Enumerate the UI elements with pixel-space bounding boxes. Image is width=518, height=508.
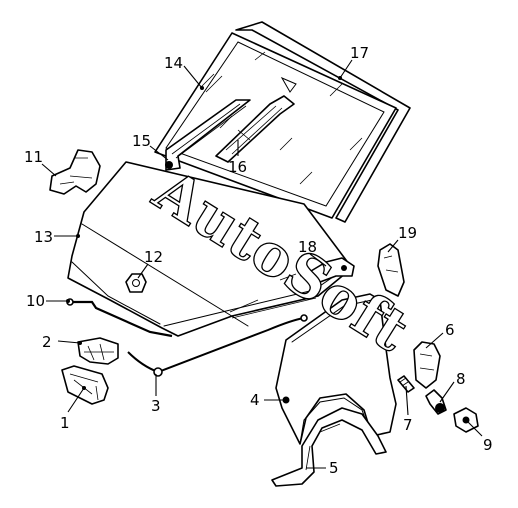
- callout-1: 1: [60, 414, 70, 432]
- release-cable-hook: [300, 314, 308, 322]
- strip-15-hatch: [171, 103, 247, 159]
- nut-9-hole: [462, 416, 470, 424]
- strip-15: [165, 99, 251, 171]
- bracket-18-hole: [341, 265, 347, 271]
- hood-edge-front: [71, 261, 161, 325]
- callout-8: 8: [456, 370, 466, 388]
- callout-11: 11: [24, 148, 43, 166]
- callout-15: 15: [132, 132, 151, 150]
- windshield-inner-edge: [165, 41, 385, 207]
- bracket-16-detail: [225, 105, 283, 155]
- hood-lock-detail: [84, 343, 114, 361]
- windshield-glass: [154, 32, 397, 219]
- callout-5: 5: [329, 459, 339, 477]
- strip-15-clip: [165, 161, 173, 169]
- bolt-7-thread: [399, 377, 409, 387]
- callout-9: 9: [483, 436, 493, 454]
- bracket-6-detail: [419, 353, 435, 371]
- fender-arch: [299, 397, 371, 445]
- callout-14: 14: [164, 54, 183, 72]
- leader-dot-17: [338, 76, 342, 80]
- screw-8-head: [435, 403, 445, 413]
- hood-striker: [61, 365, 109, 405]
- callout-labels: 1 2 3 4 5 6 7 8 9 10 11 12 13 14 15 16 1…: [24, 44, 493, 477]
- leader-dot-2: [78, 341, 82, 345]
- bracket-18: [305, 257, 355, 283]
- hood-underside: [229, 265, 331, 319]
- bracket-6: [413, 341, 441, 389]
- callout-13: 13: [34, 228, 53, 246]
- fender-edge: [291, 299, 373, 343]
- hood-hinge-detail: [59, 157, 93, 185]
- leader-dot-14: [200, 86, 204, 90]
- leader-lines: [41, 59, 483, 469]
- callout-19: 19: [398, 224, 417, 242]
- hood-hinge: [49, 149, 101, 195]
- leader-dot-1: [82, 386, 86, 390]
- callout-10: 10: [26, 292, 45, 310]
- release-cable: [127, 317, 305, 374]
- leader-dot-10: [66, 299, 70, 303]
- callout-6: 6: [445, 321, 455, 339]
- leader-dot-13: [76, 234, 80, 238]
- leader-dot-4: [284, 398, 288, 402]
- hood-lock: [77, 337, 119, 365]
- release-cable-end: [153, 367, 163, 377]
- callout-4: 4: [250, 391, 260, 409]
- grommet-12-hole: [132, 279, 140, 287]
- wheel-arch-liner: [271, 407, 387, 487]
- callout-2: 2: [42, 333, 52, 351]
- bracket-16: [215, 95, 295, 163]
- callout-17: 17: [350, 44, 369, 62]
- callout-12: 12: [144, 248, 163, 266]
- grommet-12: [125, 273, 147, 293]
- callout-16: 16: [228, 158, 247, 176]
- callout-18: 18: [298, 238, 317, 256]
- prop-rod: [70, 300, 173, 338]
- mirror-mount: [280, 76, 297, 93]
- wheel-arch-liner-detail: [305, 423, 341, 471]
- bolt-7: [397, 375, 415, 393]
- callout-3: 3: [151, 397, 161, 415]
- bracket-19: [377, 243, 405, 297]
- callout-7: 7: [403, 416, 413, 434]
- windshield-seal: [235, 21, 411, 223]
- bracket-19-detail: [383, 255, 399, 273]
